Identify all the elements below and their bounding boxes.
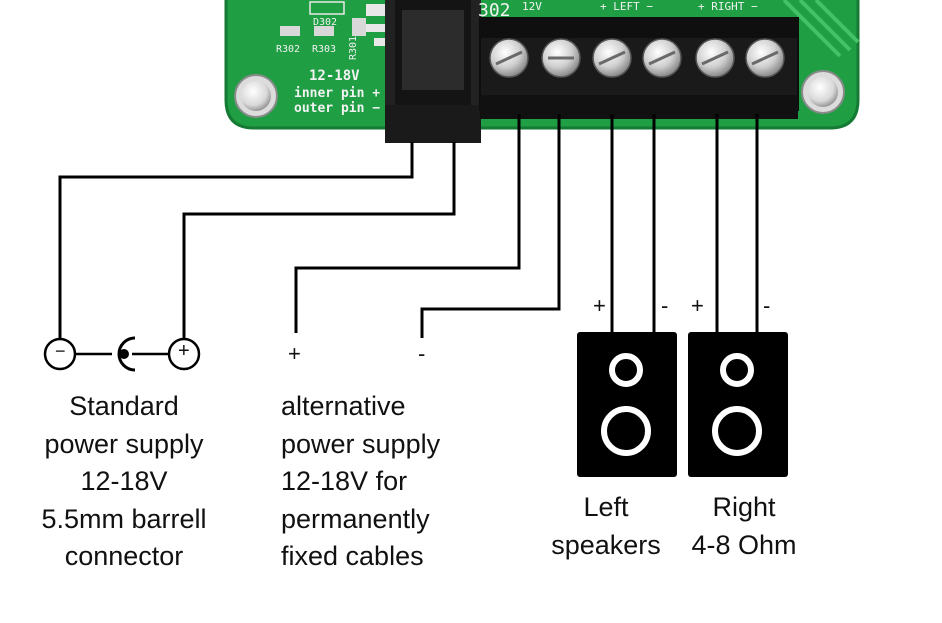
screw-slot: [598, 50, 626, 66]
caption-line: Left: [583, 492, 629, 522]
pcb-voltage-label: 12-18V: [309, 68, 360, 84]
caption-line: connector: [64, 541, 184, 571]
left-speaker-caption: Left speakers: [540, 489, 672, 564]
alt-supply-caption: alternative power supply 12-18V for perm…: [281, 388, 511, 576]
terminal-label-left: + LEFT −: [600, 0, 653, 13]
speaker-left: [577, 332, 677, 477]
caption-line: Standard: [69, 391, 179, 421]
speaker-woofer: [601, 406, 651, 456]
caption-line: fixed cables: [281, 541, 424, 571]
pcb-outer-pin-label: outer pin −: [294, 101, 380, 116]
screw-slot: [495, 50, 523, 66]
right-speaker-plus-sign: +: [691, 293, 704, 318]
right-speaker-minus-sign: -: [763, 293, 771, 318]
caption-line: 12-18V: [80, 466, 168, 496]
pcb-ref-d302: D302: [313, 17, 337, 28]
barrel-connector-symbol: [43, 336, 201, 372]
pcb-inner-pin-label: inner pin +: [294, 86, 380, 101]
pcb-ref-r301: R301: [348, 36, 359, 60]
smd-resistor-r302: [280, 26, 300, 36]
wire-alt-minus: [420, 114, 561, 338]
diode-d302: [309, 1, 345, 15]
right-speaker-caption: Right 4-8 Ohm: [678, 489, 810, 564]
speaker-right: [688, 332, 788, 477]
barrel-minus-terminal: [43, 337, 77, 371]
screw-slot: [648, 50, 676, 66]
barrel-plus-terminal: [167, 337, 201, 371]
caption-line: 12-18V for: [281, 466, 408, 496]
screw-slot: [751, 50, 779, 66]
speaker-tweeter: [609, 353, 643, 387]
speaker-tweeter: [720, 353, 754, 387]
wire-alt-plus: [294, 114, 521, 333]
barrel-plus-sign: +: [178, 340, 190, 362]
caption-line: 5.5mm barrell: [41, 503, 207, 534]
left-speaker-minus-sign: -: [661, 293, 669, 318]
caption-line: power supply: [281, 428, 441, 459]
left-speaker-plus-sign: +: [593, 293, 606, 318]
barrel-pin: [119, 349, 129, 359]
pcb-ref-r302: R302: [276, 44, 300, 55]
wire-barrel-minus: [58, 142, 414, 354]
terminal-block: [479, 17, 799, 119]
wire-barrel-plus: [182, 142, 456, 354]
alt-plus-sign: +: [288, 341, 301, 366]
dc-barrel-jack: [385, 0, 481, 143]
terminal-screws: [489, 38, 785, 78]
pcb-ref-r303: R303: [312, 44, 336, 55]
caption-line: Right: [712, 492, 776, 522]
wires: [58, 114, 759, 354]
caption-line: speakers: [551, 529, 661, 560]
smd-resistor-r301: [352, 18, 366, 36]
caption-line: power supply: [44, 428, 204, 459]
caption-line: alternative: [281, 391, 406, 421]
barrel-minus-sign: −: [55, 341, 66, 361]
barrel-connector-caption: Standard power supply 12-18V 5.5mm barre…: [0, 388, 248, 576]
screw-slot: [701, 50, 729, 66]
pcb-ref-302: 302: [478, 0, 511, 21]
smd-part: [366, 4, 388, 16]
speaker-woofer: [712, 406, 762, 456]
terminal-label-right: + RIGHT −: [698, 0, 758, 13]
terminal-label-12v: 12V: [522, 0, 542, 13]
caption-line: permanently: [281, 503, 430, 534]
smd-resistor-r303: [314, 26, 334, 36]
smd-part: [374, 38, 386, 46]
alt-minus-sign: -: [418, 341, 426, 366]
smd-part: [366, 24, 386, 32]
caption-line: 4-8 Ohm: [691, 529, 797, 560]
